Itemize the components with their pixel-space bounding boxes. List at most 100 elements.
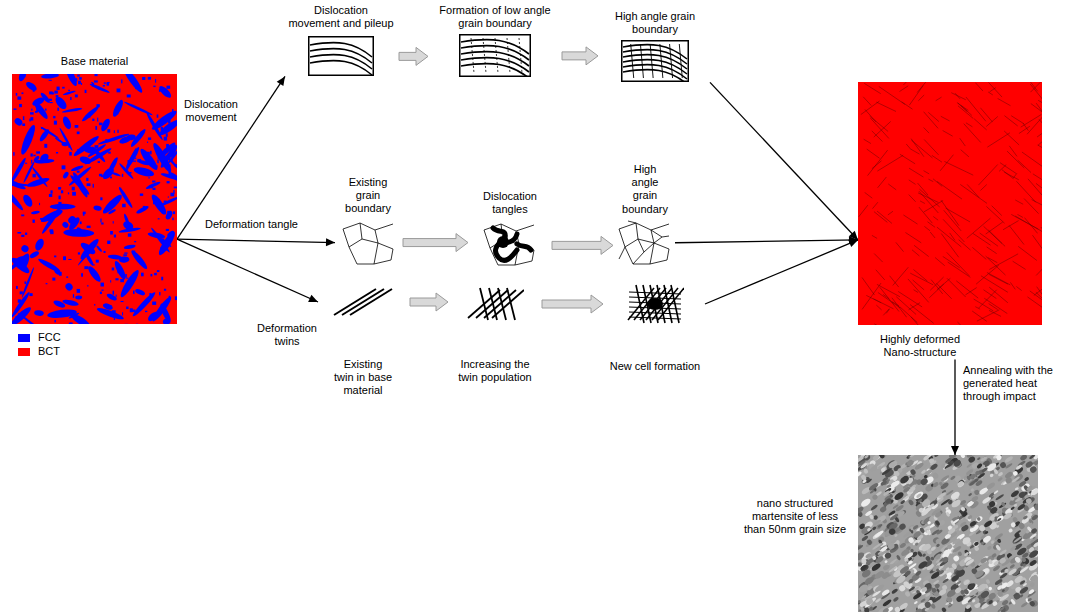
fcc-grain <box>89 83 110 94</box>
fcc-grain <box>38 128 51 143</box>
edge-label: Deformation twins <box>255 322 319 348</box>
martensite-grain <box>871 555 877 561</box>
martensite-grain <box>899 542 907 549</box>
martensite-grain <box>860 564 868 571</box>
fcc-speck <box>86 178 88 181</box>
martensite-grain <box>889 493 894 498</box>
martensite-grain <box>877 523 883 528</box>
martensite-grain <box>930 556 935 561</box>
boundary-trace <box>978 164 997 185</box>
martensite-grain <box>866 585 873 591</box>
fcc-speck <box>80 222 82 225</box>
martensite-grain <box>924 468 933 476</box>
fcc-speck <box>83 213 85 216</box>
martensite-grain <box>1029 581 1036 587</box>
fcc-speck <box>140 194 143 196</box>
fcc-speck <box>78 81 81 85</box>
fcc-speck <box>121 80 122 84</box>
boundary-trace <box>1004 116 1017 126</box>
fcc-speck <box>53 116 55 118</box>
fcc-speck <box>175 148 176 150</box>
fcc-grain <box>78 237 100 261</box>
martensite-grain <box>919 477 929 486</box>
fcc-speck <box>23 149 24 151</box>
boundary-trace <box>872 131 883 142</box>
martensite-grain <box>906 459 915 467</box>
fcc-grain <box>29 250 40 259</box>
martensite-grain <box>999 461 1007 469</box>
martensite-grain <box>913 490 925 501</box>
boundary-trace <box>924 112 938 129</box>
martensite-grain <box>973 541 979 547</box>
fcc-speck <box>117 130 118 133</box>
boundary-trace <box>956 281 978 298</box>
fcc-grain <box>158 303 172 325</box>
martensite-grain <box>1010 489 1020 498</box>
martensite-grain <box>1013 592 1022 601</box>
fcc-speck <box>68 90 70 91</box>
boundary-trace <box>918 193 938 203</box>
boundary-trace <box>896 297 916 315</box>
martensite-grain <box>950 475 956 481</box>
martensite-grain <box>1008 496 1020 507</box>
connector <box>403 234 468 252</box>
martensite-grain <box>987 558 999 569</box>
fcc-speck <box>77 289 80 293</box>
fcc-grain <box>70 165 83 173</box>
fcc-grain <box>145 181 161 190</box>
martensite-grain <box>967 455 976 464</box>
boundary-trace <box>941 116 950 121</box>
martensite-grain <box>994 579 1002 586</box>
martensite-grain <box>917 498 922 503</box>
martensite-grain <box>917 551 923 558</box>
illustration-frame <box>622 41 689 82</box>
fcc-speck <box>87 226 91 228</box>
martensite-grain <box>997 606 1005 612</box>
fcc-speck <box>115 316 117 318</box>
martensite-grain <box>959 521 967 528</box>
fcc-speck <box>122 312 123 315</box>
boundary-trace <box>1018 160 1031 172</box>
fcc-speck <box>160 247 164 250</box>
twin-line <box>498 288 506 320</box>
martensite-grain <box>969 473 977 480</box>
fcc-speck <box>168 165 170 168</box>
martensite-grain <box>967 514 973 520</box>
fcc-speck <box>56 95 59 97</box>
boundary-trace <box>900 307 918 323</box>
martensite-grain <box>983 519 993 528</box>
fcc-speck <box>101 283 104 287</box>
boundary-trace <box>960 138 966 146</box>
martensite-grain <box>957 479 965 487</box>
fcc-speck <box>161 277 163 281</box>
boundary-trace <box>1009 146 1017 157</box>
boundary-trace <box>911 149 919 154</box>
martensite-grain <box>870 562 881 572</box>
martensite-grain <box>1019 455 1028 462</box>
fcc-speck <box>44 144 47 148</box>
boundary-trace <box>874 212 887 223</box>
martensite-grain <box>1005 462 1013 469</box>
martensite-grain <box>903 531 912 539</box>
fcc-speck <box>92 83 94 87</box>
fcc-grain <box>41 74 59 79</box>
martensite-grain <box>865 597 874 606</box>
boundary-trace <box>1038 137 1042 146</box>
martensite-grain <box>988 599 994 604</box>
martensite-grain <box>917 560 929 570</box>
connector <box>177 238 335 246</box>
fcc-speck <box>16 316 20 320</box>
martensite-grain <box>986 481 996 490</box>
martensite-grain <box>1004 455 1014 463</box>
boundary-trace <box>1031 104 1042 119</box>
martensite-grain <box>940 474 950 482</box>
fcc-speck <box>19 104 22 107</box>
fcc-grain <box>157 84 172 99</box>
boundary-trace <box>987 133 1010 147</box>
fcc-speck <box>51 267 54 269</box>
figure-node: Existing twin in base material <box>318 286 408 398</box>
fcc-grain <box>118 135 131 145</box>
boundary-trace <box>1024 199 1039 214</box>
martensite-grain <box>1033 541 1038 548</box>
martensite-grain <box>1019 586 1029 595</box>
